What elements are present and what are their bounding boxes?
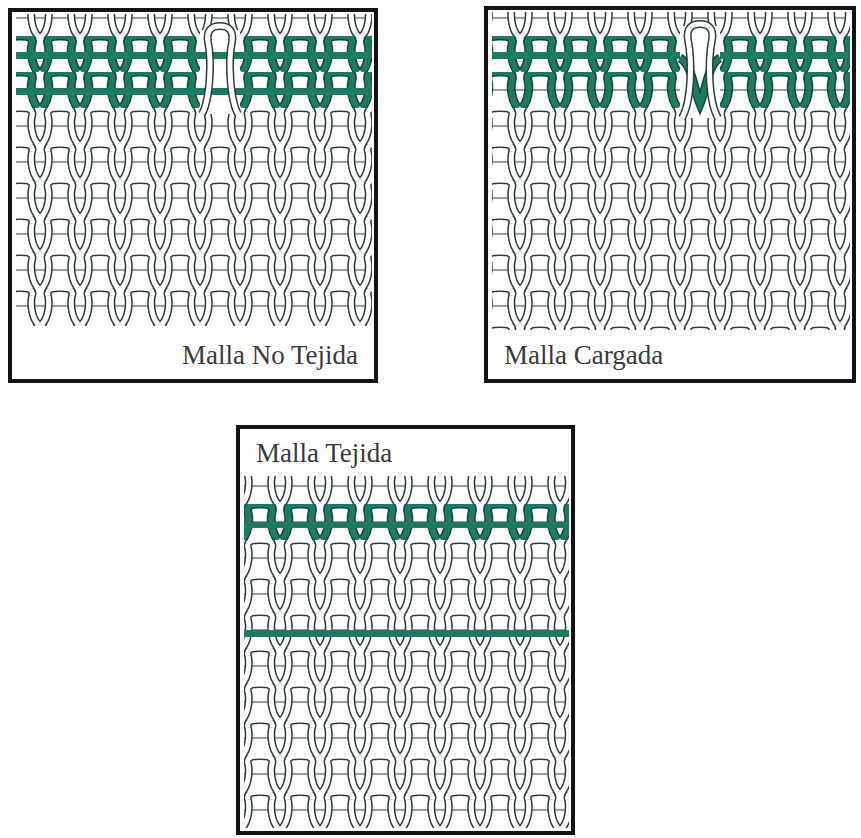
panel-label: Malla Tejida — [252, 437, 396, 469]
figure-panel: Malla Cargada — [484, 6, 856, 383]
figure-panel: Malla Tejida — [236, 425, 575, 835]
figure-panel: Malla No Tejida — [8, 8, 378, 383]
panel-label: Malla Cargada — [500, 339, 667, 371]
panel-label: Malla No Tejida — [178, 339, 362, 371]
